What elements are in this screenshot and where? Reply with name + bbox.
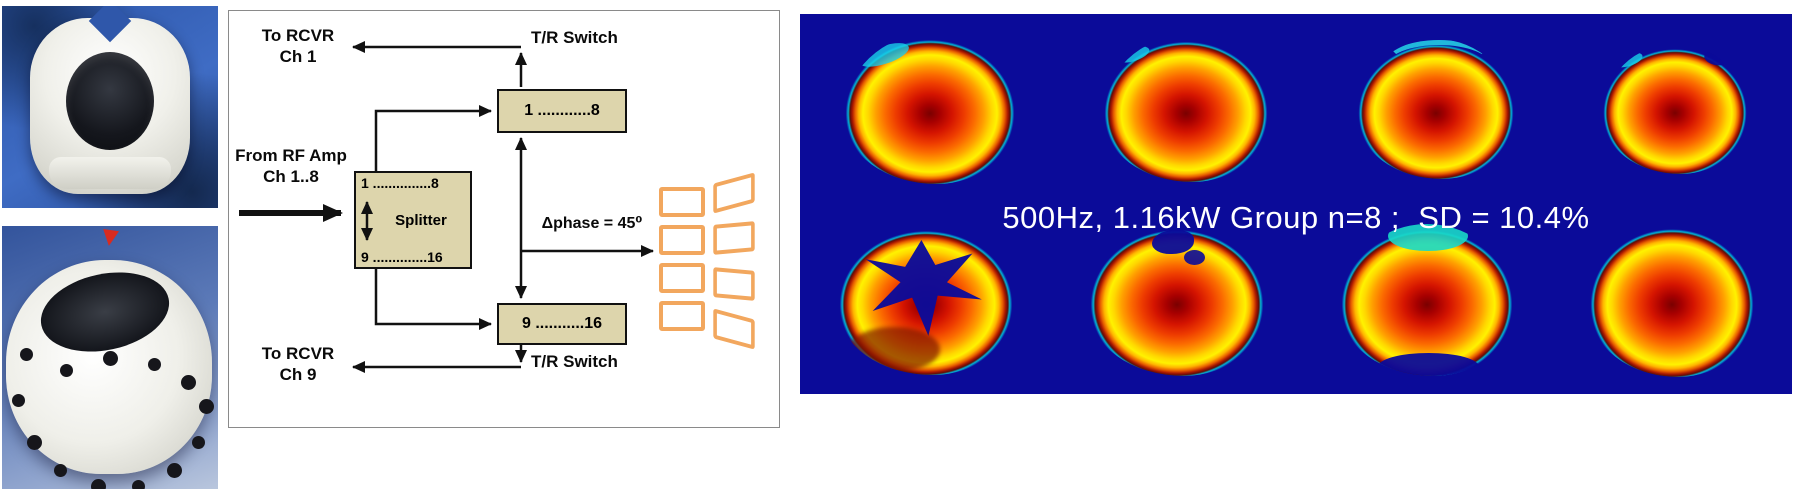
coil-element (713, 221, 755, 256)
brain-map (1588, 223, 1755, 377)
brain-map (1339, 224, 1514, 376)
tuning-knobs (20, 348, 33, 361)
label-line: To RCVR (261, 26, 335, 45)
brain-artifact (1115, 42, 1151, 66)
splitter-channels-top: 1 ...............8 (361, 175, 439, 191)
photo-rf-coil-assembly (2, 226, 218, 489)
coil-array-front-column (659, 187, 705, 344)
label-to-rcvr-ch1: To RCVR Ch 1 (245, 25, 351, 67)
label-line: Ch 1 (279, 47, 317, 66)
brain-artifact (1377, 353, 1479, 376)
wire-splitter-to-box1 (374, 105, 492, 171)
brain-map (1103, 36, 1270, 182)
heatmap-caption: 500Hz, 1.16kW Group n=8 ; SD = 10.4% (1002, 200, 1590, 235)
splitter-channels-bottom: 9 ..............16 (361, 249, 443, 265)
label-line: Ch 1..8 (263, 167, 319, 186)
head-coil-housing (30, 6, 190, 194)
b1-map-panel: 500Hz, 1.16kW Group n=8 ; SD = 10.4% (800, 14, 1792, 394)
brain-map (1356, 39, 1515, 179)
coil-cylinder-opening (33, 261, 177, 363)
coil-array-side-column (711, 172, 757, 350)
coil-element (659, 187, 705, 217)
brain-artifact (865, 240, 982, 336)
label-tr-switch-top: T/R Switch (531, 28, 618, 47)
coil-array-icon (659, 172, 757, 350)
label-tr-switch-bottom: T/R Switch (531, 352, 618, 371)
label-line: Ch 9 (279, 365, 317, 384)
coil-element (713, 266, 755, 301)
red-arrow-marker (100, 228, 120, 248)
rf-chain-diagram: To RCVR Ch 1 T/R Switch 1 ............8 … (228, 10, 780, 428)
head-coil-chin (49, 157, 171, 189)
brain-artifact (1183, 249, 1205, 266)
brain-artifact (1703, 48, 1730, 68)
label-line: To RCVR (261, 344, 335, 363)
brain-map (1088, 224, 1265, 376)
brain-map (837, 225, 1014, 375)
brain-artifact (848, 327, 940, 372)
coil-element (659, 263, 705, 293)
brain-map (843, 34, 1016, 184)
brain-map (1602, 44, 1749, 174)
splitter-box: 1 ...............8 Splitter 9 ..........… (354, 171, 472, 269)
brain-row-top (800, 24, 1792, 194)
wire-splitter-to-box2 (374, 269, 492, 330)
box-label: 9 ...........16 (521, 315, 603, 332)
label-line: From RF Amp (235, 146, 347, 165)
coil-element (659, 301, 705, 331)
brain-artifact (1612, 50, 1645, 71)
label-delta-phase: Δphase = 45⁰ (541, 215, 643, 232)
head-coil-notch (88, 6, 132, 43)
brain-artifact (1151, 230, 1195, 255)
photo-mri-head-coil (2, 6, 218, 208)
coil-element (659, 225, 705, 255)
coil-element (713, 308, 755, 350)
tr-switch-box-9-16: 9 ...........16 (497, 303, 627, 345)
coil-cylinder-body (6, 260, 212, 474)
label-to-rcvr-ch9: To RCVR Ch 9 (245, 343, 351, 385)
brain-row-bottom (800, 214, 1792, 386)
coil-element (713, 172, 755, 214)
label-from-rf-amp: From RF Amp Ch 1..8 (229, 145, 353, 187)
splitter-label: Splitter (395, 211, 447, 229)
tr-switch-box-1-8: 1 ............8 (497, 89, 627, 133)
brain-artifact (855, 38, 911, 72)
brain-artifact (1388, 224, 1469, 252)
head-coil-bore (66, 52, 154, 150)
box-label: 1 ............8 (524, 102, 600, 119)
brain-artifact (1382, 40, 1497, 92)
